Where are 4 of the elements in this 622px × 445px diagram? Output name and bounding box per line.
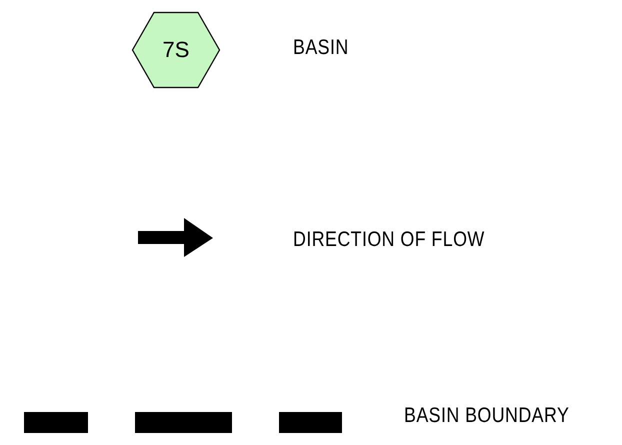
legend-label: DIRECTION OF FLOW: [293, 228, 485, 252]
legend-label: BASIN: [293, 36, 349, 60]
legend-label: BASIN BOUNDARY: [404, 404, 570, 428]
hexagon-node: 7S: [132, 12, 220, 88]
